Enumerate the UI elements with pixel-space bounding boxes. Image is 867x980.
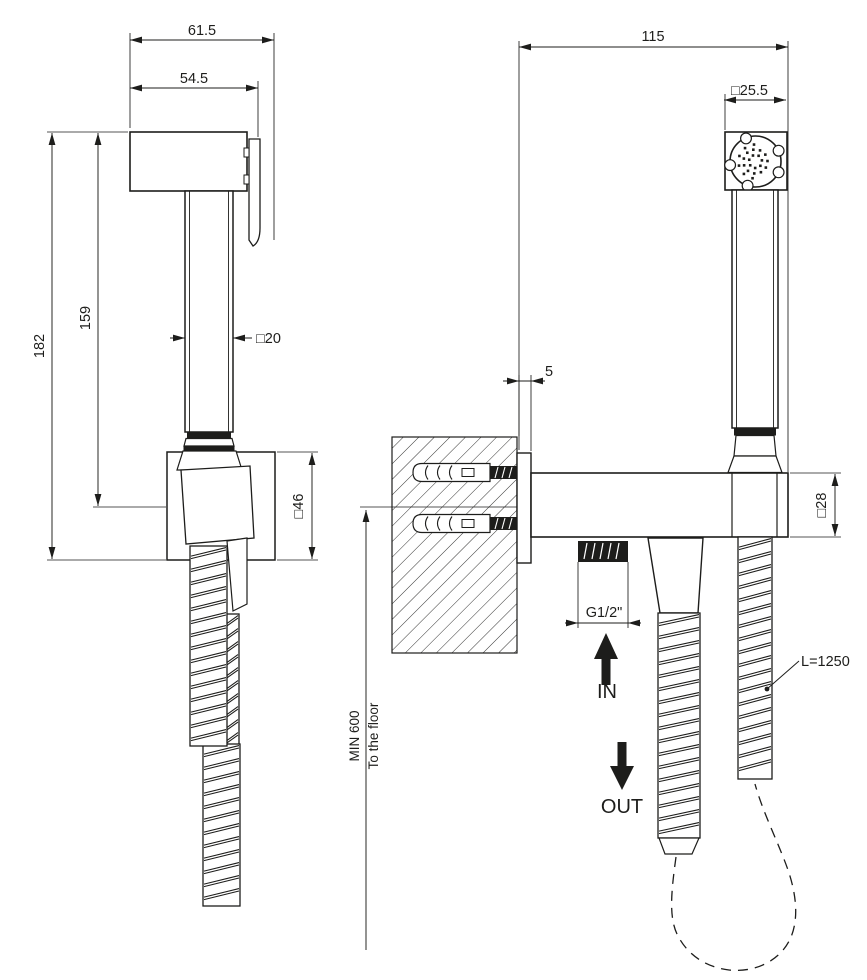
dim-head-square-label: □25.5 bbox=[731, 83, 768, 99]
dim-handle-square-label: □20 bbox=[256, 331, 281, 347]
inlet-thread bbox=[578, 541, 628, 562]
spray-head-side bbox=[129, 131, 248, 192]
bracket-bar bbox=[530, 472, 789, 538]
hose-left-lower bbox=[202, 743, 241, 907]
dim-overall-depth-label: 115 bbox=[641, 29, 664, 45]
handle-front bbox=[731, 189, 779, 429]
in-arrow bbox=[594, 633, 618, 685]
hose-from-holder bbox=[737, 536, 773, 780]
handle-side bbox=[184, 190, 234, 433]
front-view bbox=[48, 36, 839, 972]
seal-band-2 bbox=[183, 446, 235, 451]
dim-plate-thickness-label: 5 bbox=[545, 364, 553, 380]
collar bbox=[183, 437, 235, 447]
out-arrow bbox=[610, 742, 634, 790]
hose-from-outlet bbox=[657, 612, 701, 839]
min-height-note-label: To the floor bbox=[366, 702, 381, 769]
out-label: OUT bbox=[601, 796, 643, 818]
dim-bar-square-label: □28 bbox=[814, 493, 830, 518]
dimension-arrowheads bbox=[48, 36, 839, 627]
dim-handle-height-label: 159 bbox=[78, 306, 94, 330]
dim-holder-square-label: □46 bbox=[291, 494, 307, 519]
hose-loop-dashed bbox=[670, 783, 797, 972]
hose-end-cap bbox=[658, 837, 700, 855]
lever-clip-top bbox=[243, 147, 250, 158]
hose-left-upper bbox=[189, 545, 228, 747]
wall-flange bbox=[516, 452, 532, 564]
in-label: IN bbox=[597, 681, 617, 703]
side-view bbox=[47, 33, 841, 950]
dim-overall-height-label: 182 bbox=[32, 334, 48, 358]
lever-clip-bottom bbox=[243, 174, 250, 185]
labels: 61.5 54.5 182 159 □20 □46 115 □25.5 5 □2… bbox=[32, 23, 850, 818]
spray-holes bbox=[737, 143, 769, 180]
seal-band bbox=[187, 432, 231, 439]
inlet-thread-label: G1/2" bbox=[586, 605, 623, 621]
extension-lines bbox=[47, 33, 841, 628]
holder-cup bbox=[180, 465, 255, 545]
wall-anchor bbox=[412, 513, 517, 534]
spray-face-notches bbox=[724, 132, 785, 192]
dim-overall-width-label: 61.5 bbox=[188, 23, 216, 39]
hose-length-label: L=1250 bbox=[801, 654, 850, 670]
lever-plate bbox=[248, 138, 261, 247]
min-height-label: MIN 600 bbox=[347, 710, 362, 761]
hose-sleeve bbox=[226, 537, 248, 612]
cone-flare bbox=[727, 455, 783, 474]
leader-dot bbox=[764, 686, 770, 692]
seal-band bbox=[734, 428, 776, 436]
leader-line bbox=[766, 660, 800, 690]
spray-face bbox=[729, 135, 782, 188]
collar bbox=[733, 434, 777, 457]
wall-anchor bbox=[412, 462, 517, 483]
dim-body-width-label: 54.5 bbox=[180, 71, 208, 87]
